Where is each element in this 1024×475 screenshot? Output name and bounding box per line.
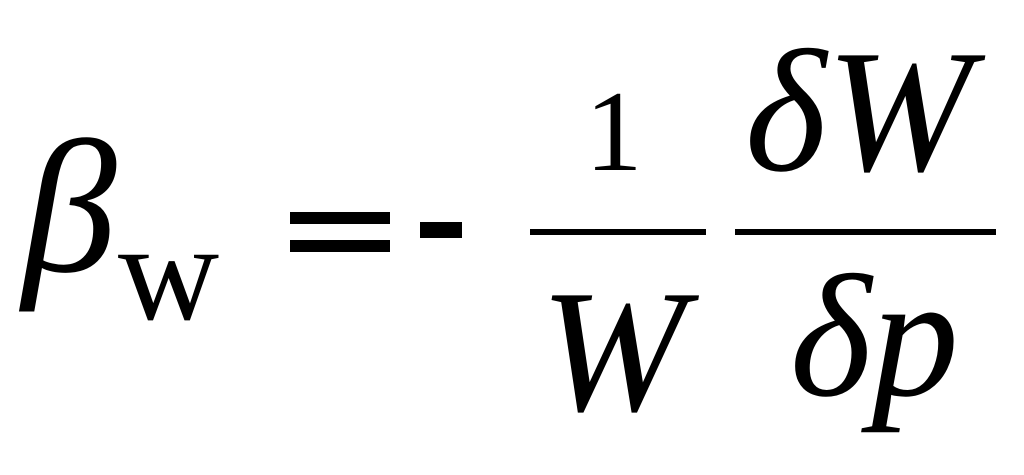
beta-symbol: β (22, 103, 117, 313)
subscript-w: w (118, 195, 220, 350)
fraction2-line (735, 229, 996, 235)
fraction1-denominator: W (540, 254, 686, 448)
fraction2-numerator: δW (745, 14, 973, 208)
fraction1-line (530, 229, 706, 235)
minus-sign (420, 222, 462, 238)
fraction2-denominator: δp (790, 239, 959, 433)
fraction1-numerator: 1 (585, 68, 643, 195)
